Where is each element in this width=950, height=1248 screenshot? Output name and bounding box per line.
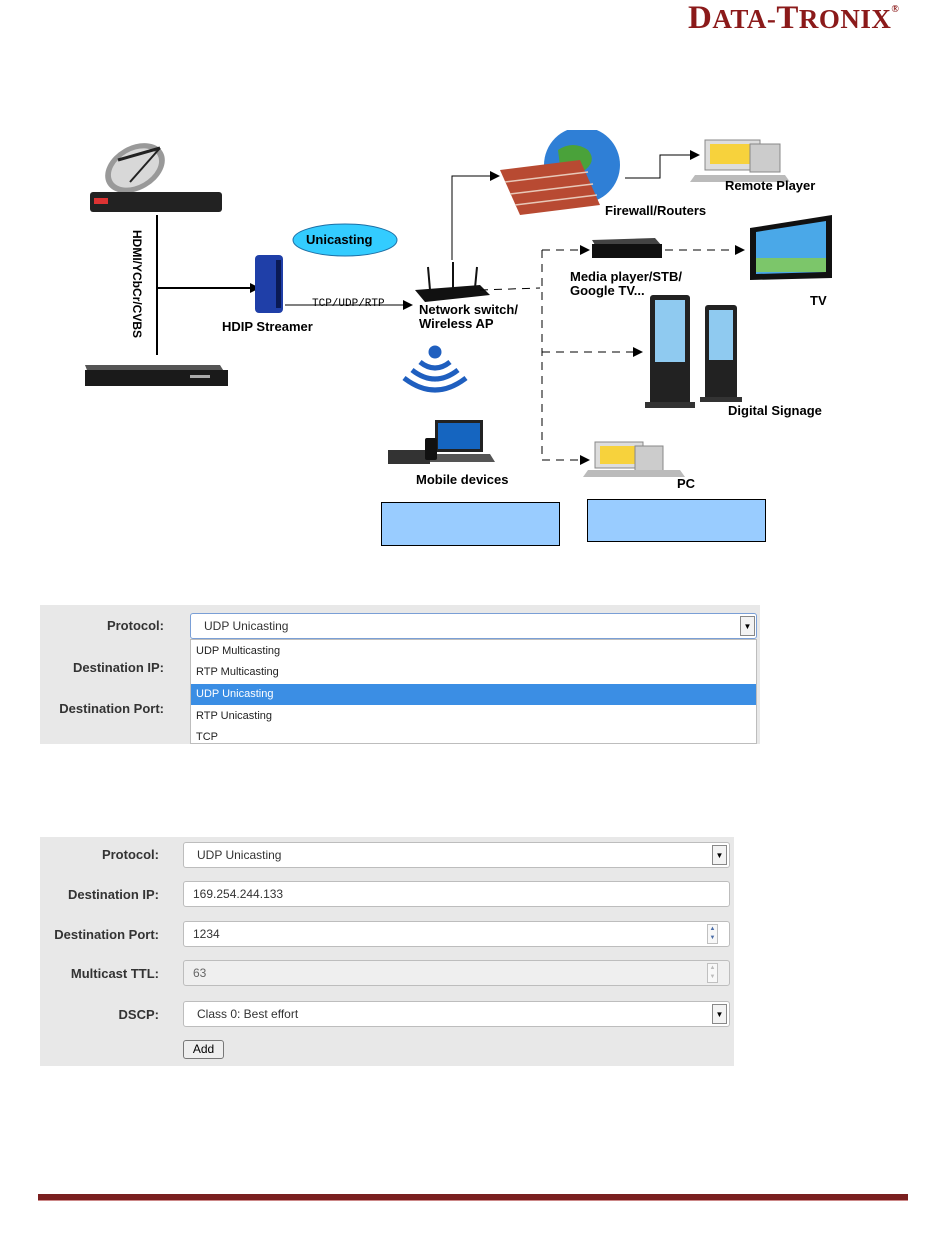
dest-ip-input[interactable]: 169.254.244.133: [183, 881, 730, 907]
option-udp-multicasting[interactable]: UDP Multicasting: [196, 645, 281, 657]
port-stepper-icon[interactable]: ▲▼: [707, 924, 718, 944]
callout-box-right: [587, 499, 766, 542]
ttl-input: 63: [183, 960, 730, 986]
satellite-receiver-icon: [90, 143, 222, 212]
digital-signage-icon: [645, 295, 742, 408]
protocol-label: Protocol:: [106, 618, 164, 633]
media-player-icon: [592, 238, 662, 258]
streamer-label: HDIP Streamer: [222, 319, 313, 334]
remote-player-icon: [690, 139, 790, 182]
mobile-label: Mobile devices: [416, 472, 509, 487]
tv-label: TV: [810, 293, 827, 308]
protocol-select[interactable]: UDP Unicasting: [190, 613, 757, 639]
dest-port-label: Destination Port:: [59, 701, 164, 716]
source-cable-label: HDMI/YCbCr/CVBS: [130, 230, 144, 339]
tv-icon: [750, 215, 832, 280]
callout-box-left: [381, 502, 560, 546]
diagram-graphics: [85, 130, 832, 477]
company-logo: DATA-TRONIX®: [688, 0, 900, 36]
network-diagram: HDMI/YCbCr/CVBS HDIP Streamer Unicasting…: [80, 130, 840, 550]
wifi-icon: [402, 345, 468, 393]
firewall-icon: [500, 130, 620, 215]
protocol-label: TCP/UDP/RTP: [312, 298, 385, 310]
dest-port-label: Destination Port:: [54, 927, 159, 942]
pc-label: PC: [677, 476, 696, 491]
dest-ip-label: Destination IP:: [67, 887, 159, 902]
unicasting-label: Unicasting: [306, 232, 373, 247]
option-rtp-unicasting[interactable]: RTP Unicasting: [196, 710, 273, 722]
pc-icon: [583, 441, 685, 477]
protocol-options-list: UDP Multicasting RTP Multicasting UDP Un…: [190, 639, 757, 744]
ttl-label: Multicast TTL:: [70, 966, 159, 981]
dscp-select[interactable]: Class 0: Best effort: [183, 1001, 730, 1027]
option-tcp[interactable]: TCP: [196, 731, 218, 743]
hdip-streamer-icon: [255, 255, 283, 313]
unicasting-bubble: [292, 223, 398, 257]
network-switch-icon: [415, 262, 490, 302]
remote-player-label: Remote Player: [725, 178, 816, 193]
footer-divider: [38, 1194, 908, 1201]
dscp-label: DSCP:: [118, 1007, 159, 1022]
option-udp-unicasting[interactable]: UDP Unicasting: [191, 684, 756, 705]
protocol-dropdown-panel: Protocol: UDP Unicasting ▼ Destination I…: [40, 605, 760, 744]
chevron-down-icon[interactable]: ▼: [712, 1004, 727, 1024]
media-player-label: Media player/STB/Google TV...: [570, 269, 682, 298]
signage-label: Digital Signage: [728, 403, 822, 418]
switch-label: Network switch/Wireless AP: [419, 302, 518, 331]
mobile-devices-icon: [388, 420, 495, 464]
protocol-label: Protocol:: [101, 847, 159, 862]
chevron-down-icon[interactable]: ▼: [712, 845, 727, 865]
option-rtp-multicasting[interactable]: RTP Multicasting: [196, 666, 279, 678]
protocol-select[interactable]: UDP Unicasting: [183, 842, 730, 868]
chevron-down-icon[interactable]: ▼: [740, 616, 755, 636]
ttl-stepper-icon: ▲▼: [707, 963, 718, 983]
stream-config-panel: Protocol: UDP Unicasting ▼ Destination I…: [40, 837, 734, 1066]
dest-port-input[interactable]: 1234: [183, 921, 730, 947]
dest-ip-label: Destination IP:: [72, 660, 164, 675]
add-button[interactable]: Add: [183, 1040, 224, 1059]
bluray-player-icon: [85, 365, 228, 386]
firewall-label: Firewall/Routers: [605, 203, 707, 218]
